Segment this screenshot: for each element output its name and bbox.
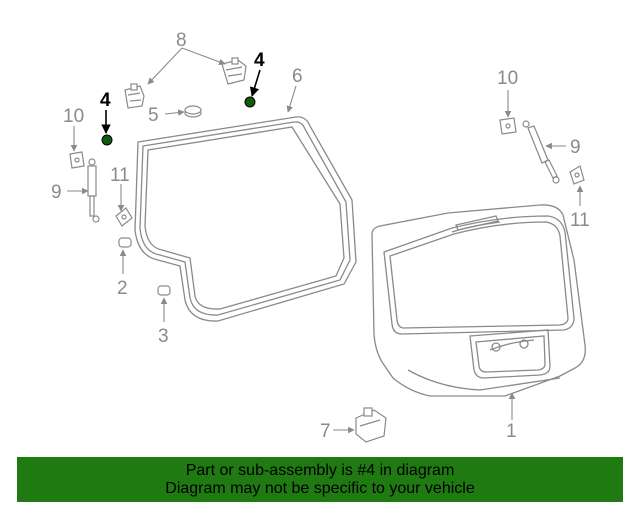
hinge-left-part-8: [124, 83, 145, 109]
callout-9-left: 9: [51, 182, 62, 203]
part-4-highlight-left: [101, 134, 113, 146]
back-door-part-1: [371, 204, 586, 397]
callout-9-right: 9: [570, 137, 581, 158]
lock-part-7: [355, 407, 387, 443]
bracket-left-part-10: [69, 151, 85, 169]
callout-10-left: 10: [63, 106, 84, 127]
callout-1: 1: [506, 421, 517, 442]
clip-part-3: [157, 285, 171, 296]
strut-right-part-9: [522, 120, 560, 184]
banner-line-1: Part or sub-assembly is #4 in diagram: [185, 461, 455, 479]
callout-7: 7: [320, 421, 331, 442]
info-banner: Part or sub-assembly is #4 in diagram Di…: [17, 457, 623, 502]
callout-5: 5: [148, 105, 159, 126]
bracket-right-part-11: [569, 165, 585, 185]
hinge-right-part-8: [221, 57, 247, 85]
cap-part-5: [184, 105, 202, 118]
callout-6: 6: [292, 66, 303, 87]
callout-8: 8: [176, 30, 187, 51]
callout-2: 2: [117, 278, 128, 299]
leader-lines-highlight: [101, 69, 261, 134]
callout-11-right: 11: [570, 210, 590, 231]
callout-4-left: 4: [100, 90, 111, 111]
callout-3: 3: [158, 326, 169, 347]
bracket-right-part-10: [499, 117, 517, 135]
part-4-highlight-right: [244, 96, 256, 108]
leader-lines: [67, 47, 584, 434]
callout-10-right: 10: [497, 68, 518, 89]
clip-part-2: [118, 237, 132, 248]
banner-line-2: Diagram may not be specific to your vehi…: [165, 479, 475, 497]
strut-left-part-9: [87, 158, 100, 223]
callout-4-right: 4: [254, 50, 265, 71]
bracket-left-part-11: [115, 207, 133, 227]
weatherstrip-part-6: [134, 116, 357, 322]
callout-11-left: 11: [110, 165, 130, 186]
